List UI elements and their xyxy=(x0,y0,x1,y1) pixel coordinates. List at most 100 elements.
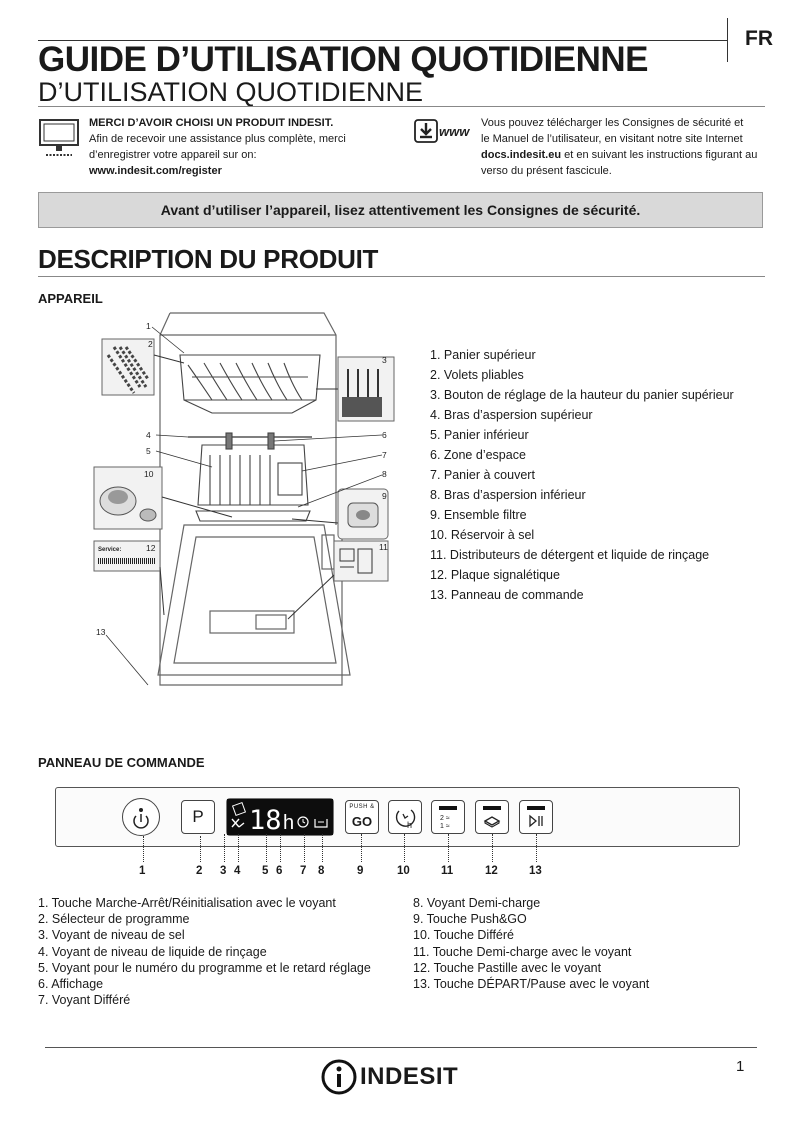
tick-5 xyxy=(266,834,267,862)
callout-filter xyxy=(292,489,388,539)
display-panel: 18 h xyxy=(226,798,334,836)
plate-label: Service: xyxy=(98,547,121,553)
panel-number-10: 10 xyxy=(397,865,410,877)
half-load-labels: 2 ≈1 ≈ xyxy=(440,815,450,831)
tick-4 xyxy=(238,834,239,862)
indesit-logo-icon xyxy=(320,1058,358,1096)
start-pause-button[interactable] xyxy=(519,800,553,834)
list-item: 6. Affichage xyxy=(38,976,371,992)
dishwasher-diagram: Service: 1 2 3 4 5 6 xyxy=(92,305,412,700)
power-button[interactable] xyxy=(122,798,160,836)
list-item: 12. Touche Pastille avec le voyant xyxy=(413,960,649,976)
tick-13 xyxy=(536,834,537,862)
list-item: 13. Touche DÉPART/Pause avec le voyant xyxy=(413,976,649,992)
list-item: 10. Touche Différé xyxy=(413,927,649,943)
panel-number-4: 4 xyxy=(234,865,240,877)
half-load-led xyxy=(439,806,457,810)
download-text-4: verso du présent fascicule. xyxy=(481,163,765,179)
panel-number-12: 12 xyxy=(485,865,498,877)
list-item: 2. Sélecteur de programme xyxy=(38,911,371,927)
list-item: 3. Bouton de réglage de la hauteur du pa… xyxy=(430,385,734,405)
diagram-label-13: 13 xyxy=(96,627,106,637)
callout-height-knob xyxy=(316,357,394,421)
diagram-label-7: 7 xyxy=(382,450,387,460)
panneau-heading: PANNEAU DE COMMANDE xyxy=(38,755,205,770)
intro-text-2: d’enregistrer votre appareil sur on: xyxy=(89,147,369,163)
list-item: 6. Zone d’espace xyxy=(430,445,734,465)
list-item: 9. Ensemble filtre xyxy=(430,505,734,525)
diagram-label-4: 4 xyxy=(146,430,151,440)
half-load-button[interactable]: 2 ≈1 ≈ xyxy=(431,800,465,834)
download-text-3: docs.indesit.eu et en suivant les instru… xyxy=(481,147,765,163)
list-item: 3. Voyant de niveau de sel xyxy=(38,927,371,943)
panel-number-8: 8 xyxy=(318,865,324,877)
svg-text:h: h xyxy=(407,820,412,830)
page-subtitle: D’UTILISATION QUOTIDIENNE xyxy=(38,77,423,108)
register-link[interactable]: www.indesit.com/register xyxy=(89,163,369,179)
panel-number-9: 9 xyxy=(357,865,363,877)
list-item: 7. Voyant Différé xyxy=(38,992,371,1008)
tick-1 xyxy=(143,836,144,862)
language-code: FR xyxy=(745,27,773,51)
brand-name: INDESIT xyxy=(360,1063,458,1091)
list-item: 4. Voyant de niveau de liquide de rinçag… xyxy=(38,944,371,960)
tick-9 xyxy=(361,834,362,862)
cabinet-outline xyxy=(160,313,342,685)
diagram-label-3: 3 xyxy=(382,355,387,365)
panel-number-13: 13 xyxy=(529,865,542,877)
list-item: 8. Voyant Demi-charge xyxy=(413,895,649,911)
display-digits: 18 xyxy=(249,805,282,835)
intro-thanks: MERCI D’AVOIR CHOISI UN PRODUIT INDESIT. xyxy=(89,115,369,131)
header-top-rule xyxy=(38,40,728,41)
display-hours: h xyxy=(283,812,294,834)
diagram-label-1: 1 xyxy=(146,321,151,331)
parts-list: 1. Panier supérieur 2. Volets pliables 3… xyxy=(430,345,734,605)
page-title: GUIDE D’UTILISATION QUOTIDIENNE xyxy=(38,40,648,80)
safety-notice: Avant d’utiliser l’appareil, lisez atten… xyxy=(38,192,763,228)
intro-text-1: Afin de recevoir une assistance plus com… xyxy=(89,131,369,147)
intro-download: Vous pouvez télécharger les Consignes de… xyxy=(481,115,765,179)
diagram-label-5: 5 xyxy=(146,446,151,456)
download-text-3-rest: et en suivant les instructions figurant … xyxy=(561,149,757,161)
page-number: 1 xyxy=(736,1058,744,1075)
panel-list-left: 1. Touche Marche-Arrêt/Réinitialisation … xyxy=(38,895,371,1008)
download-icon: www xyxy=(414,119,476,150)
list-item: 11. Distributeurs de détergent et liquid… xyxy=(430,545,734,565)
diagram-label-6: 6 xyxy=(382,430,387,440)
intro-register: MERCI D’AVOIR CHOISI UN PRODUIT INDESIT.… xyxy=(89,115,369,179)
panel-number-7: 7 xyxy=(300,865,306,877)
panel-number-1: 1 xyxy=(139,865,145,877)
diagram-label-8: 8 xyxy=(382,469,387,479)
push-go-label-main: GO xyxy=(346,814,378,829)
panel-list-right: 8. Voyant Demi-charge 9. Touche Push&GO … xyxy=(413,895,649,992)
half-load-lower: 1 xyxy=(440,823,444,830)
delay-button[interactable]: h xyxy=(388,800,422,834)
tick-7 xyxy=(304,834,305,862)
callout-salt-reservoir xyxy=(94,467,232,529)
docs-link[interactable]: docs.indesit.eu xyxy=(481,149,561,161)
download-text-2: le Manuel de l’utilisateur, en visitant … xyxy=(481,131,765,147)
list-item: 1. Touche Marche-Arrêt/Réinitialisation … xyxy=(38,895,371,911)
diagram-label-9: 9 xyxy=(382,491,387,501)
list-item: 12. Plaque signalétique xyxy=(430,565,734,585)
appareil-heading: APPAREIL xyxy=(38,291,103,306)
list-item: 13. Panneau de commande xyxy=(430,585,734,605)
diagram-label-10: 10 xyxy=(144,469,154,479)
tick-2 xyxy=(200,836,201,862)
section-title: DESCRIPTION DU PRODUIT xyxy=(38,244,378,275)
tick-6 xyxy=(280,834,281,862)
tick-11 xyxy=(448,834,449,862)
list-item: 8. Bras d’aspersion inférieur xyxy=(430,485,734,505)
computer-icon xyxy=(38,117,82,166)
tick-10 xyxy=(404,834,405,862)
tick-12 xyxy=(492,834,493,862)
push-and-go-button[interactable]: PUSH & GO xyxy=(345,800,379,834)
list-item: 5. Panier inférieur xyxy=(430,425,734,445)
open-door xyxy=(158,525,350,675)
tablet-button[interactable] xyxy=(475,800,509,834)
list-item: 7. Panier à couvert xyxy=(430,465,734,485)
panel-number-5: 5 xyxy=(262,865,268,877)
program-button[interactable]: P xyxy=(181,800,215,834)
panel-number-11: 11 xyxy=(441,865,453,877)
play-pause-icon xyxy=(520,801,552,833)
